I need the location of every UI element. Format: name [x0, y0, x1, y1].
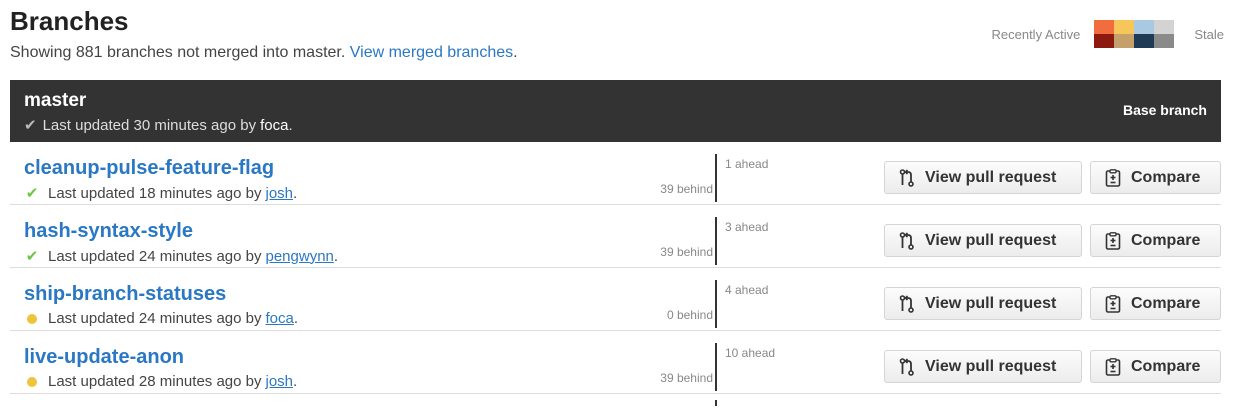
divergence-bar: [715, 154, 717, 202]
view-pull-request-button[interactable]: View pull request: [884, 350, 1082, 383]
branch-name-link[interactable]: cleanup-pulse-feature-flag: [24, 157, 275, 179]
pull-request-icon: [899, 168, 914, 187]
branch-meta: Last updated 24 minutes ago by foca.: [24, 310, 298, 327]
branch-row: ship-branch-statuses Last updated 24 min…: [10, 268, 1221, 331]
page-title: Branches: [10, 6, 129, 36]
legend-swatch: [1114, 34, 1135, 48]
legend-swatch: [1094, 34, 1115, 48]
base-branch-badge: Base branch: [1122, 102, 1207, 118]
check-icon: ✔: [25, 248, 39, 265]
branch-user-link[interactable]: foca: [265, 310, 294, 327]
branch-meta: ✔ Last updated 18 minutes ago by josh.: [24, 184, 298, 203]
legend-swatch: [1114, 20, 1135, 34]
pull-request-icon: [899, 294, 914, 313]
ahead-count: 4 ahead: [725, 283, 769, 297]
compare-icon: [1105, 168, 1121, 187]
branch-name-link[interactable]: hash-syntax-style: [24, 220, 193, 242]
behind-count: 0 behind: [666, 308, 713, 322]
branch-row: live-update-anon Last updated 28 minutes…: [10, 331, 1221, 394]
view-pull-request-label: View pull request: [925, 231, 1057, 249]
legend-swatch: [1134, 34, 1155, 48]
branch-name-link[interactable]: live-update-anon: [24, 346, 185, 368]
compare-icon: [1105, 231, 1121, 250]
legend-swatches: [1094, 20, 1175, 48]
summary-period: .: [513, 44, 518, 61]
branch-user-link[interactable]: josh: [265, 184, 294, 202]
divergence-bar: [715, 343, 717, 391]
view-pull-request-button[interactable]: View pull request: [884, 224, 1082, 257]
branch-meta-period: .: [293, 184, 298, 202]
master-branch-name[interactable]: master: [24, 90, 87, 111]
master-branch-meta: ✔ Last updated 30 minutes ago by foca.: [24, 116, 293, 135]
divergence-graph: 1 ahead 39 behind: [570, 154, 810, 202]
view-pull-request-button[interactable]: View pull request: [884, 287, 1082, 320]
branch-meta-period: .: [293, 310, 299, 327]
divergence-graph: 4 ahead 0 behind: [570, 280, 810, 328]
behind-count: 39 behind: [660, 245, 713, 259]
view-merged-branches-link[interactable]: View merged branches: [349, 44, 514, 61]
compare-button[interactable]: Compare: [1090, 161, 1221, 194]
view-pull-request-label: View pull request: [925, 294, 1057, 312]
branch-meta-period: .: [333, 247, 339, 265]
divergence-graph: 10 ahead 39 behind: [570, 343, 810, 391]
legend-swatch: [1154, 34, 1175, 48]
branch-list: cleanup-pulse-feature-flag ✔ Last update…: [10, 142, 1221, 406]
compare-icon: [1105, 294, 1121, 313]
compare-label: Compare: [1131, 231, 1201, 249]
pull-request-icon: [899, 357, 914, 376]
branch-user-link[interactable]: pengwynn: [265, 247, 334, 265]
ahead-count: 10 ahead: [725, 346, 776, 360]
branch-meta: ✔ Last updated 24 minutes ago by pengwyn…: [24, 247, 339, 266]
branch-row: cleanup-pulse-feature-flag ✔ Last update…: [10, 142, 1221, 205]
behind-count: 39 behind: [660, 371, 713, 385]
branch-row: hash-syntax-style ✔ Last updated 24 minu…: [10, 205, 1221, 268]
divergence-bar: [715, 217, 717, 265]
activity-legend: Recently Active Stale: [991, 20, 1224, 48]
branch-meta: Last updated 28 minutes ago by josh.: [24, 373, 297, 390]
compare-button[interactable]: Compare: [1090, 350, 1221, 383]
legend-swatch: [1094, 20, 1115, 34]
compare-label: Compare: [1131, 357, 1201, 375]
master-branch-bar: master ✔ Last updated 30 minutes ago by …: [10, 80, 1221, 142]
pending-dot-icon: [27, 376, 37, 387]
pull-request-icon: [899, 231, 914, 250]
compare-label: Compare: [1131, 168, 1201, 186]
pending-dot-icon: [27, 313, 37, 324]
branch-updated-text: Last updated 18 minutes ago by: [48, 184, 262, 202]
behind-count: 39 behind: [660, 182, 713, 196]
compare-button[interactable]: Compare: [1090, 287, 1221, 320]
divergence-bar: [715, 400, 717, 406]
legend-swatch: [1134, 20, 1155, 34]
branches-summary: Showing 881 branches not merged into mas…: [10, 44, 518, 62]
divergence-bar: [715, 280, 717, 328]
check-icon: ✔: [24, 117, 37, 134]
divergence-graph: 3 ahead 39 behind: [570, 217, 810, 265]
view-pull-request-label: View pull request: [925, 357, 1057, 375]
branch-meta-period: .: [293, 373, 298, 390]
legend-recent-label: Recently Active: [991, 26, 1081, 42]
legend-stale-label: Stale: [1194, 26, 1224, 42]
partial-branch-row: [10, 394, 1221, 406]
summary-text: Showing 881 branches not merged into mas…: [10, 44, 346, 61]
branch-updated-text: Last updated 24 minutes ago by: [48, 247, 262, 265]
branch-user-link[interactable]: josh: [265, 373, 294, 390]
branch-updated-text: Last updated 24 minutes ago by: [48, 310, 262, 327]
compare-button[interactable]: Compare: [1090, 224, 1221, 257]
compare-label: Compare: [1131, 294, 1201, 312]
master-user-link[interactable]: foca: [260, 116, 289, 134]
ahead-count: 3 ahead: [725, 220, 769, 234]
branch-name-link[interactable]: ship-branch-statuses: [24, 283, 227, 305]
master-meta-period: .: [288, 116, 293, 134]
master-updated-text: Last updated 30 minutes ago by: [42, 116, 257, 134]
view-pull-request-button[interactable]: View pull request: [884, 161, 1082, 194]
legend-swatch: [1154, 20, 1175, 34]
compare-icon: [1105, 357, 1121, 376]
check-icon: ✔: [25, 185, 39, 202]
ahead-count: 1 ahead: [725, 157, 769, 171]
branch-updated-text: Last updated 28 minutes ago by: [48, 373, 262, 390]
view-pull-request-label: View pull request: [925, 168, 1057, 186]
